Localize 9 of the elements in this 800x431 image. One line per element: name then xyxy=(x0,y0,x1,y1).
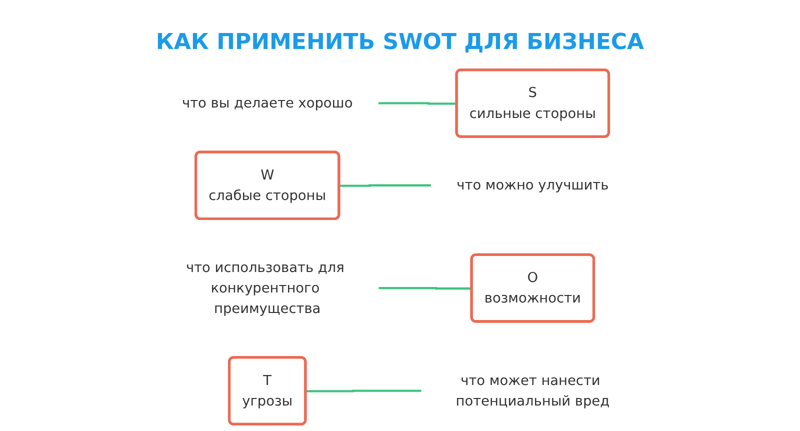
connector xyxy=(378,287,472,290)
connector xyxy=(306,390,422,392)
node-text: что вы делаете хорошо xyxy=(182,94,353,111)
title: КАК ПРИМЕНИТЬ SWOT ДЛЯ БИЗНЕСА xyxy=(156,30,644,55)
node-text: что может нанести потенциальный вред xyxy=(456,372,610,409)
connector xyxy=(378,102,457,105)
node-text: что можно улучшить xyxy=(456,176,609,194)
connector xyxy=(339,184,431,187)
node-text: что использовать для конкурентного преимущества xyxy=(186,258,344,316)
